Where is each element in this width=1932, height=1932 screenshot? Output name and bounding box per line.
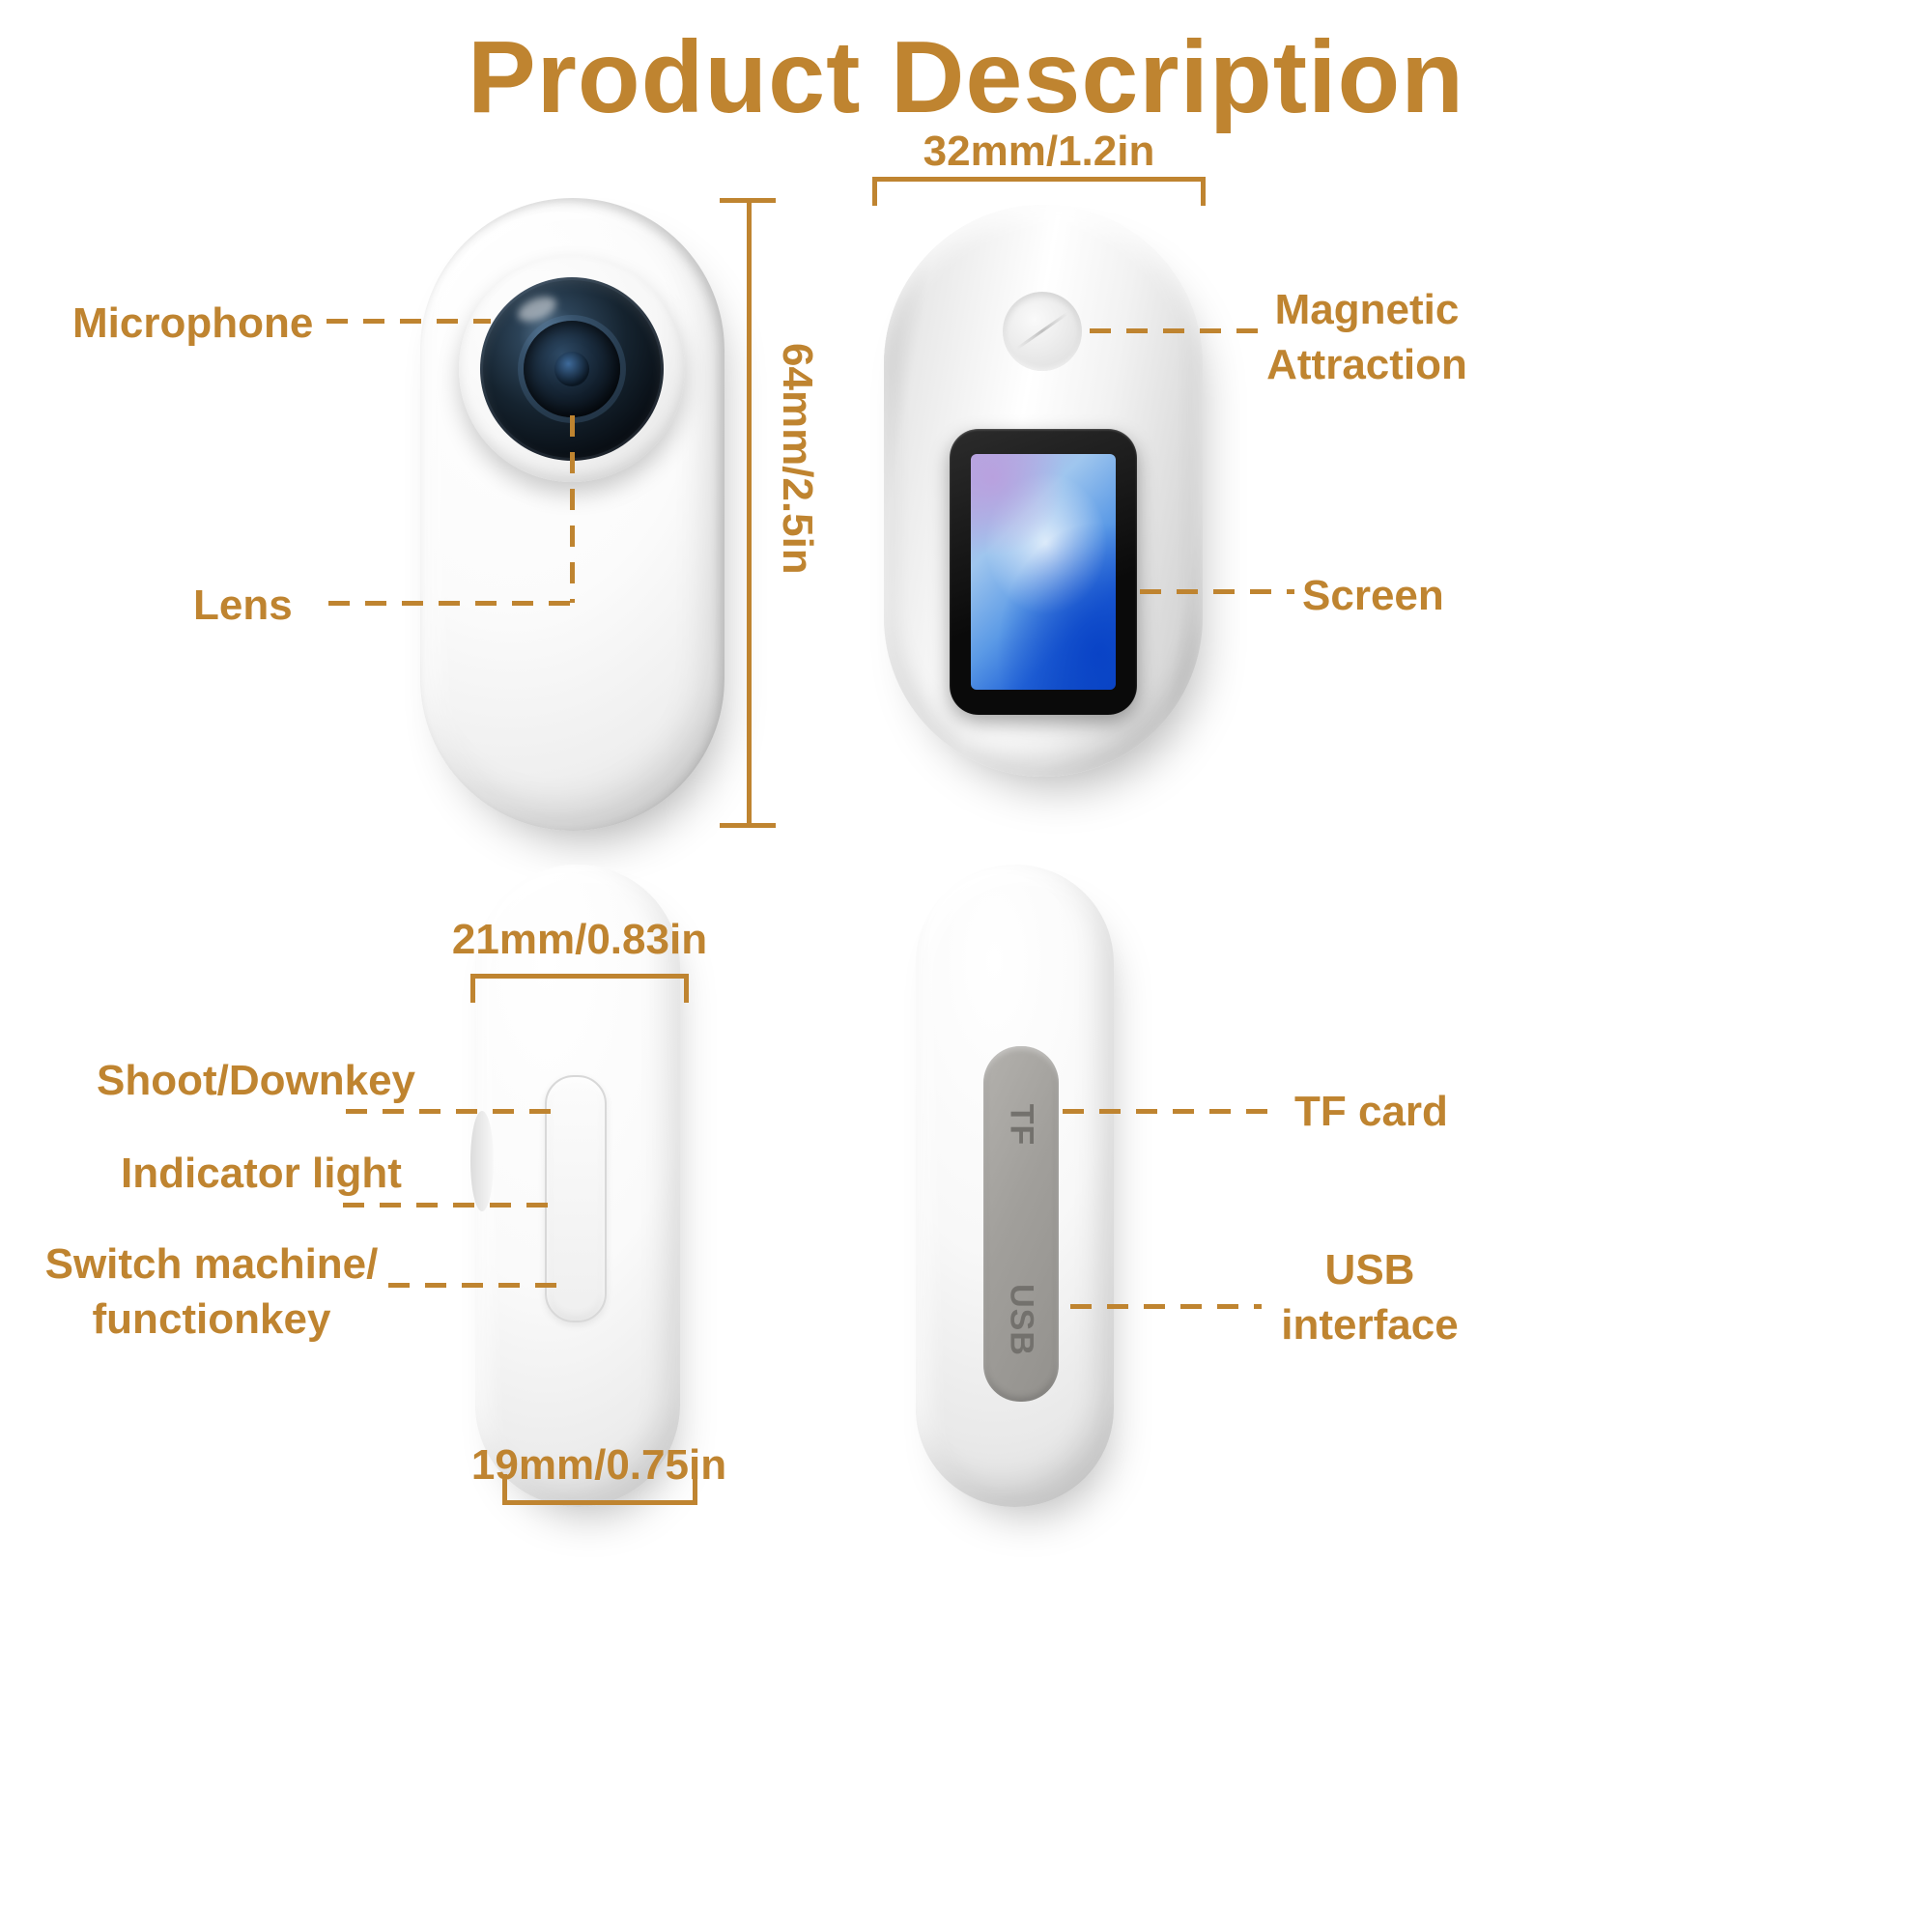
width-dimension-cap-right [1201,177,1206,206]
camera-side-ports-body: TF USB [916,865,1114,1507]
camera-side-buttons-body [470,865,680,1507]
side-width-dimension-line [470,974,689,979]
magnetic-attraction-disc [1003,292,1082,371]
side-width-dimension-cap-left [470,974,475,1003]
indicator-light-label: Indicator light [121,1150,402,1197]
tf-slot-engraving: TF [1003,1103,1040,1147]
height-dimension-label: 64mm/2.5in [774,343,821,575]
height-dimension-cap-bottom [720,823,776,828]
screen-display [971,454,1116,690]
usb-pointer-line [1070,1304,1262,1309]
depth-dimension-label: 19mm/0.75in [470,1441,727,1489]
tf-pointer-line [1063,1109,1277,1114]
width-dimension-line [872,177,1206,182]
screen-bezel [950,429,1137,715]
indicator-pointer-line [343,1203,551,1208]
lens-pointer-line-vertical [570,415,575,603]
lens-inner-ring [524,321,620,417]
page-title: Product Description [467,20,1464,134]
switch-pointer-line [388,1283,560,1288]
shoot-downkey-label: Shoot/Downkey [97,1057,416,1104]
lens-pointer-line-horizontal [328,601,572,606]
microphone-pointer-line [327,319,491,324]
side-width-dimension-label: 21mm/0.83in [451,916,708,963]
lens-label: Lens [193,582,293,629]
camera-lens-icon [480,277,664,461]
microphone-label: Microphone [72,299,314,347]
depth-dimension-cap-left [502,1474,507,1503]
tf-card-label: TF card [1294,1088,1448,1135]
shoot-pointer-line [346,1109,551,1114]
lens-pupil [554,352,589,386]
lens-highlight [514,291,560,327]
magnetic-pointer-line [1090,328,1262,333]
usb-port-engraving: USB [1003,1284,1040,1356]
camera-back-body [884,205,1203,777]
lens-side-bump [470,1111,494,1211]
height-dimension-line [747,200,752,826]
magnetic-attraction-label: Magnetic Attraction [1266,286,1467,389]
depth-dimension-cap-right [693,1474,697,1503]
height-dimension-cap-top [720,198,776,203]
screen-pointer-line [1140,589,1294,594]
width-dimension-cap-left [872,177,877,206]
button-panel [545,1075,607,1322]
depth-dimension-line [502,1500,697,1505]
usb-interface-label: USB interface [1281,1246,1459,1350]
lens-ring [459,256,685,482]
screen-label: Screen [1302,572,1444,619]
camera-front-body [420,198,724,831]
side-width-dimension-cap-right [684,974,689,1003]
width-dimension-label: 32mm/1.2in [923,128,1155,175]
switch-function-label: Switch machine/ functionkey [44,1240,379,1344]
port-panel: TF USB [983,1046,1059,1402]
